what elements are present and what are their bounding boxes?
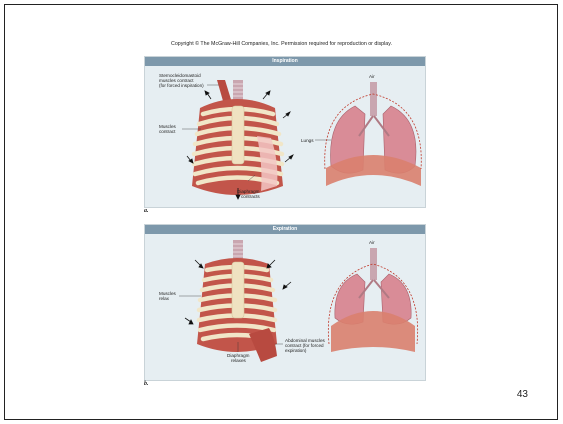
sublabel-a: a. [144, 208, 149, 214]
rib-cage [192, 99, 283, 195]
lungs-inflated [325, 82, 422, 186]
inspiration-illustration: Sternocleidomastoid muscles contract (fo… [145, 66, 425, 207]
inspiration-panel: Inspiration [144, 56, 426, 208]
lungs-deflated [328, 248, 417, 352]
label-diaphragm-relaxes-2: relaxes [231, 358, 247, 363]
expiration-panel: Expiration [144, 224, 426, 381]
sternum [232, 106, 244, 164]
expiration-header: Expiration [145, 225, 425, 234]
sternum-b [232, 262, 244, 318]
label-muscles-relax-2: relax [159, 296, 170, 301]
trachea-a [370, 82, 377, 116]
label-air-a: Air [369, 74, 375, 79]
expiration-illustration: Muscles relax Abdominal muscles contract… [145, 234, 425, 380]
inspiration-header: Inspiration [145, 57, 425, 66]
label-diaphragm-contracts-2: contracts [241, 194, 260, 199]
sublabel-b: b. [144, 381, 149, 387]
label-abdominal-muscles-3: expiration) [285, 348, 307, 353]
label-air-b: Air [369, 240, 375, 245]
copyright-notice: Copyright © The McGraw-Hill Companies, I… [0, 41, 563, 47]
rib-cage-relaxed [197, 258, 277, 362]
label-muscles-contract-2: contract [159, 129, 176, 134]
trachea-b-lungs [370, 248, 377, 280]
label-lungs: Lungs [301, 138, 314, 143]
label-sternocleidomastoid-3: (for forced inspiration) [159, 83, 204, 88]
page-number: 43 [517, 389, 528, 400]
